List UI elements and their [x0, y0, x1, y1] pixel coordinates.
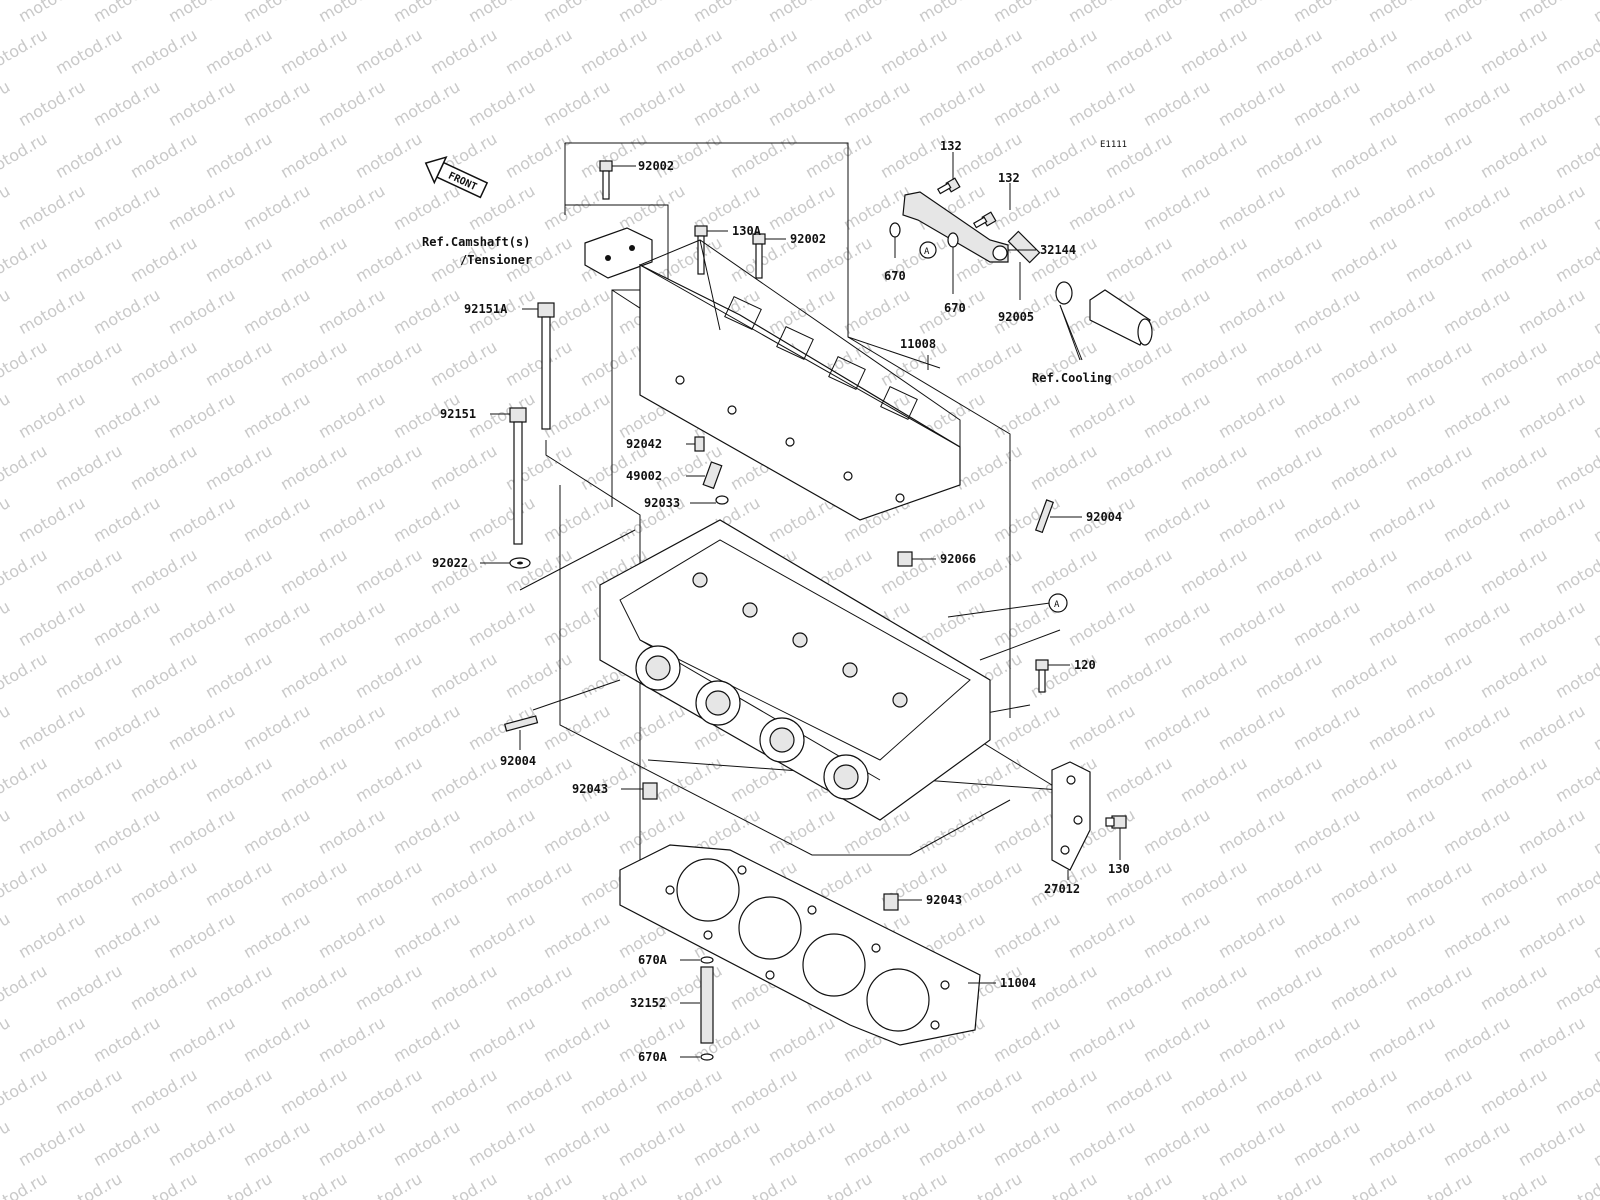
ref-marker-a-right-label: A [1054, 600, 1060, 610]
label-92066: 92066 [940, 552, 976, 566]
label-92022: 92022 [432, 556, 468, 570]
stud-92004-lower [504, 715, 539, 732]
label-32152: 32152 [630, 996, 666, 1010]
bolt-130 [1105, 815, 1127, 829]
cylinder-head-part [599, 519, 991, 821]
label-92043-right: 92043 [926, 893, 962, 907]
bolt-132-b [972, 211, 997, 229]
label-670a-top: 670A [638, 953, 668, 967]
leader-lines [480, 152, 1121, 1058]
label-92033: 92033 [644, 496, 680, 510]
assembly-frame-lines [519, 142, 1061, 900]
washer-92022 [509, 557, 531, 569]
o-ring-670-left [889, 222, 901, 238]
hose-clamp [1055, 281, 1073, 305]
label-92043-left: 92043 [572, 782, 608, 796]
label-ref-cooling: Ref.Cooling [1032, 371, 1111, 385]
bolt-120 [1035, 659, 1049, 693]
label-670-right: 670 [944, 301, 966, 315]
front-arrow-icon: FRONT [424, 155, 489, 199]
water-pipe-32144 [902, 191, 1009, 263]
pipe-32152 [700, 966, 714, 1044]
bolt-130a [694, 225, 708, 275]
label-49002: 49002 [626, 469, 662, 483]
ref-marker-a-right: A [1048, 593, 1068, 613]
plug-92066 [897, 551, 913, 567]
label-ref-camshaft: Ref.Camshaft(s) [422, 235, 530, 249]
label-92151a: 92151A [464, 302, 508, 316]
label-130a: 130A [732, 224, 762, 238]
o-ring-670a-top [700, 956, 714, 964]
label-120: 120 [1074, 658, 1096, 672]
o-ring-670-right [947, 232, 959, 248]
label-11008: 11008 [900, 337, 936, 351]
label-92042: 92042 [626, 437, 662, 451]
fitting-92005 [1007, 230, 1041, 264]
bracket-27012 [1051, 761, 1091, 871]
camshaft-holder-11008 [638, 239, 961, 521]
label-ref-tensioner: /Tensioner [460, 253, 532, 267]
bolt-92151a [537, 302, 555, 430]
cooling-hose [1089, 289, 1153, 346]
dowel-92043-left [642, 782, 658, 800]
diagram-code: E1111 [1100, 140, 1127, 150]
ref-marker-a-top-label: A [924, 247, 930, 257]
dowel-92042 [694, 436, 705, 452]
oil-jet-49002 [702, 461, 723, 490]
o-ring-670a-bottom [700, 1053, 714, 1061]
label-130: 130 [1108, 862, 1130, 876]
bolt-92151 [509, 407, 527, 545]
label-27012: 27012 [1044, 882, 1080, 896]
tensioner-bracket-part [584, 227, 653, 279]
label-92004-lower: 92004 [500, 754, 536, 768]
bolt-92002-mid [752, 233, 766, 279]
bolt-132-a [936, 177, 961, 195]
label-92005: 92005 [998, 310, 1034, 324]
stud-92004-upper [1034, 499, 1055, 534]
label-132-a: 132 [940, 139, 962, 153]
label-92002-mid: 92002 [790, 232, 826, 246]
ref-marker-a-top: A [919, 241, 937, 259]
label-92002-top: 92002 [638, 159, 674, 173]
head-gasket-11004 [619, 844, 981, 1046]
label-11004: 11004 [1000, 976, 1036, 990]
o-ring-92033 [715, 495, 729, 505]
label-670a-bottom: 670A [638, 1050, 668, 1064]
bolt-92002-top [599, 160, 613, 200]
label-132-b: 132 [998, 171, 1020, 185]
label-92151: 92151 [440, 407, 476, 421]
label-92004-upper: 92004 [1086, 510, 1122, 524]
label-32144: 32144 [1040, 243, 1076, 257]
dowel-92043-right [883, 893, 899, 911]
label-670-left: 670 [884, 269, 906, 283]
